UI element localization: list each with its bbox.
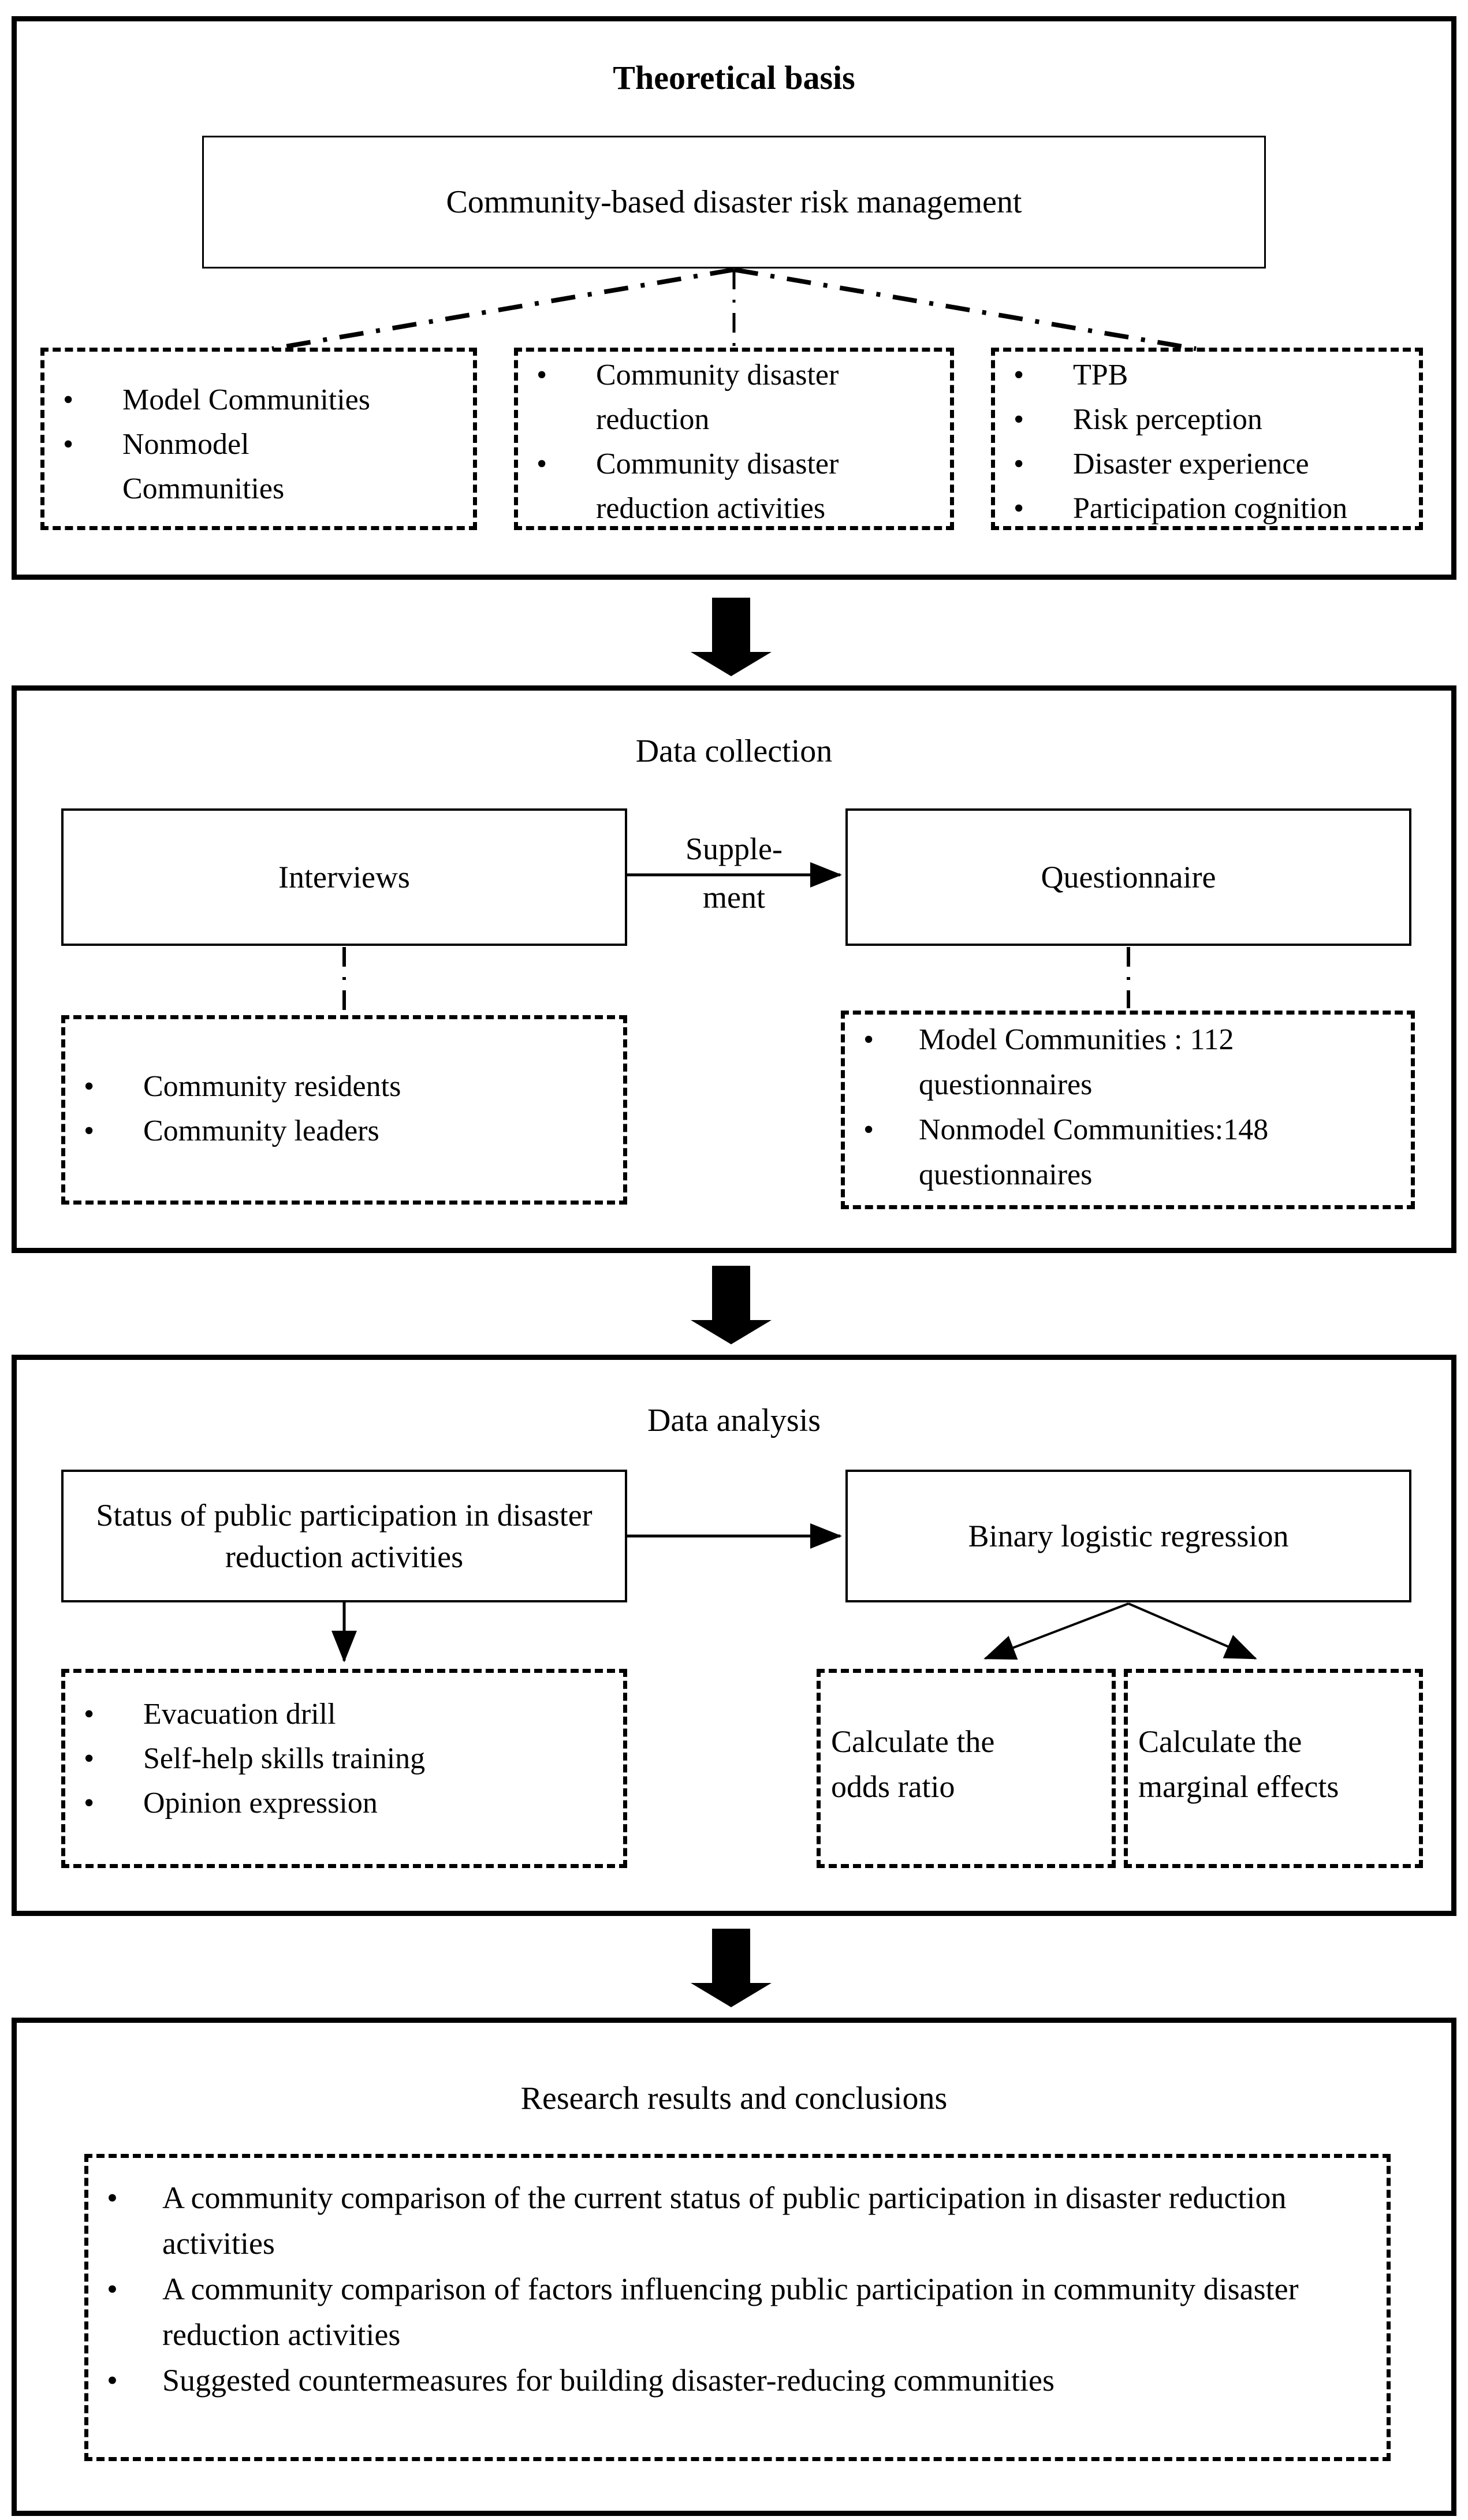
- conclusions-box: A community comparison of the current st…: [84, 2154, 1391, 2461]
- concepts-box: TPB Risk perception Disaster experience …: [991, 348, 1423, 531]
- list-item: Community leaders: [65, 1109, 623, 1153]
- list-item: Self-help skills training: [65, 1736, 623, 1781]
- flow-arrow-head: [691, 1320, 772, 1344]
- list-item: Opinion expression: [65, 1781, 623, 1825]
- interviews-label: Interviews: [278, 860, 410, 894]
- list-item: Model Communities: [44, 378, 404, 422]
- questionnaire-box: Questionnaire: [845, 808, 1411, 946]
- flow-arrow-head: [691, 1983, 772, 2007]
- participation-status-label: Status of public participation in disast…: [96, 1498, 593, 1574]
- list-item: Nonmodel Communities:148 questionnaires: [845, 1108, 1411, 1198]
- results-panel: [12, 2018, 1456, 2516]
- regression-to-odds-arrow: [983, 1602, 1129, 1660]
- theoretical-basis-heading: Theoretical basis: [613, 59, 855, 96]
- supplement-label-line1: Supple-: [685, 832, 783, 866]
- list-item: Nonmodel Communities: [44, 422, 404, 511]
- samples-box: Model Communities : 112 questionnaires N…: [841, 1011, 1415, 1209]
- flow-arrow-stem: [712, 1929, 750, 1983]
- list-item: Suggested countermeasures for building d…: [88, 2358, 1363, 2403]
- logistic-regression-box: Binary logistic regression: [845, 1470, 1411, 1602]
- disaster-risk-management-box: Community-based disaster risk management: [202, 136, 1266, 269]
- flow-arrow-2: [691, 1266, 772, 1344]
- odds-ratio-label: Calculate the odds ratio: [831, 1724, 995, 1804]
- interviewees-box: Community residents Community leaders: [61, 1015, 627, 1205]
- results-heading: Research results and conclusions: [520, 2081, 948, 2116]
- data-collection-heading: Data collection: [635, 733, 833, 769]
- list-item: A community comparison of the current st…: [88, 2175, 1363, 2266]
- flow-arrow-stem: [712, 1266, 750, 1320]
- flow-arrow-head: [691, 652, 772, 676]
- data-collection-panel: [12, 685, 1456, 1253]
- theory-fan-line-left: [271, 267, 735, 351]
- disaster-risk-management-label: Community-based disaster risk management: [446, 184, 1022, 220]
- supplement-label: Supple- ment: [647, 825, 821, 922]
- disaster-reduction-box: Community disaster reduction Community d…: [514, 348, 954, 530]
- list-item: Community disaster reduction: [518, 353, 886, 442]
- list-item: Participation cognition: [995, 486, 1419, 531]
- flow-arrow-stem: [712, 598, 750, 652]
- participation-status-box: Status of public participation in disast…: [61, 1470, 627, 1602]
- theory-fan-line-right: [733, 267, 1197, 351]
- logistic-regression-label: Binary logistic regression: [968, 1519, 1289, 1553]
- interviews-box: Interviews: [61, 808, 627, 946]
- activities-box: Evacuation drill Self-help skills traini…: [61, 1669, 627, 1868]
- questionnaire-label: Questionnaire: [1041, 860, 1216, 894]
- regression-to-marginal-arrow: [1128, 1602, 1257, 1660]
- communities-box: Model Communities Nonmodel Communities: [40, 348, 477, 530]
- supplement-label-line2: ment: [703, 880, 765, 915]
- list-item: TPB: [995, 353, 1419, 397]
- list-item: Community disaster reduction activities: [518, 442, 886, 531]
- data-analysis-heading: Data analysis: [647, 1403, 821, 1438]
- list-item: Risk perception: [995, 397, 1419, 442]
- list-item: Community residents: [65, 1064, 623, 1109]
- marginal-effects-label: Calculate the marginal effects: [1138, 1724, 1339, 1804]
- list-item: Model Communities : 112 questionnaires: [845, 1017, 1411, 1108]
- theoretical-basis-panel: [12, 16, 1456, 580]
- list-item: Evacuation drill: [65, 1692, 623, 1736]
- data-analysis-panel: [12, 1355, 1456, 1916]
- list-item: A community comparison of factors influe…: [88, 2266, 1363, 2358]
- flow-arrow-1: [691, 598, 772, 676]
- marginal-effects-box: Calculate the marginal effects: [1124, 1669, 1423, 1868]
- list-item: Disaster experience: [995, 442, 1419, 486]
- odds-ratio-box: Calculate the odds ratio: [817, 1669, 1116, 1868]
- flow-arrow-3: [691, 1929, 772, 2007]
